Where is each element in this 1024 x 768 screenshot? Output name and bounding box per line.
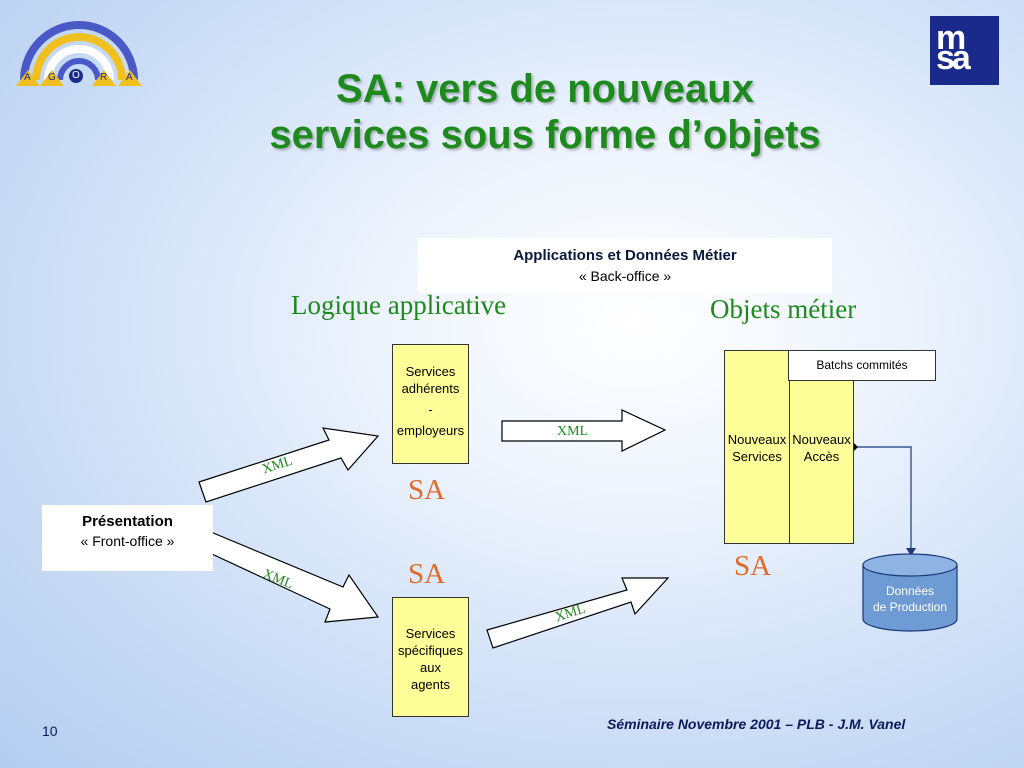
page-number: 10 xyxy=(42,723,58,739)
database-line-2: de Production xyxy=(872,600,948,614)
agora-letter-g: G xyxy=(48,72,56,83)
backoffice-box: Applications et Données Métier « Back-of… xyxy=(418,238,832,293)
connector-arrowhead xyxy=(906,548,916,556)
services-agents-line-1: Services xyxy=(405,626,456,641)
xml-label-horizontal-arrow: XML xyxy=(557,424,589,439)
nouveaux-services-line-1: Nouveaux xyxy=(727,432,787,447)
services-adherents-line-2: adhérents xyxy=(401,381,460,396)
agora-logo: A G O R A xyxy=(14,12,144,92)
title-line-2: services sous forme d’objets xyxy=(269,113,821,157)
backoffice-subtitle: « Back-office » xyxy=(578,268,672,284)
services-adherents-line-3: - xyxy=(428,402,433,417)
agora-letter-r: R xyxy=(100,72,108,83)
agora-letter-a1: A xyxy=(24,72,31,83)
slide-title: SA: vers de nouveaux services sous forme… xyxy=(180,66,910,158)
presentation-title: Présentation xyxy=(82,513,173,530)
services-adherents-line-4: employeurs xyxy=(396,423,465,438)
msa-logo: msa xyxy=(930,16,999,85)
arrow-to-services-agents xyxy=(198,529,380,623)
services-adherents-box: Services adhérents - employeurs xyxy=(392,344,469,464)
nouveaux-services-line-2: Services xyxy=(732,449,782,464)
nouveaux-acces-box: Nouveaux Accès xyxy=(789,350,854,544)
label-logique-applicative: Logique applicative xyxy=(291,290,507,320)
presentation-subtitle: « Front-office » xyxy=(80,533,175,549)
database-line-1: Données xyxy=(885,584,935,598)
nouveaux-services-box: Nouveaux Services xyxy=(724,350,790,544)
sa-label-objets: SA xyxy=(734,550,772,582)
services-agents-box: Services spécifiques aux agents xyxy=(392,597,469,717)
batchs-commites-box: Batchs commités xyxy=(788,350,936,381)
arrow-to-objets-metier xyxy=(501,409,667,452)
agora-letter-a2: A xyxy=(126,72,133,83)
sa-label-adherents: SA xyxy=(408,474,446,506)
sa-label-agents: SA xyxy=(408,558,446,590)
label-objets-metier: Objets métier xyxy=(710,294,857,324)
nouveaux-acces-line-1: Nouveaux xyxy=(792,432,851,447)
arrow-agents-to-objets-metier xyxy=(486,577,670,649)
backoffice-title: Applications et Données Métier xyxy=(513,247,737,264)
agora-logo-arcs-icon xyxy=(16,21,142,86)
services-adherents-line-1: Services xyxy=(405,364,456,379)
database-icon xyxy=(862,553,958,632)
title-line-1: SA: vers de nouveaux xyxy=(336,67,754,111)
arrow-to-services-adherents xyxy=(198,427,380,503)
presentation-box: Présentation « Front-office » xyxy=(42,505,213,571)
nouveaux-acces-line-2: Accès xyxy=(803,449,840,464)
database-cylinder: Données de Production xyxy=(862,553,958,633)
services-agents-line-4: agents xyxy=(410,677,451,692)
connector-acces-to-database xyxy=(853,446,912,552)
services-agents-line-2: spécifiques xyxy=(397,643,464,658)
agora-letter-o: O xyxy=(72,70,80,81)
footer-text: Séminaire Novembre 2001 – PLB - J.M. Van… xyxy=(607,716,906,732)
database-label: Données de Production xyxy=(862,583,958,615)
services-agents-line-3: aux xyxy=(420,660,441,675)
